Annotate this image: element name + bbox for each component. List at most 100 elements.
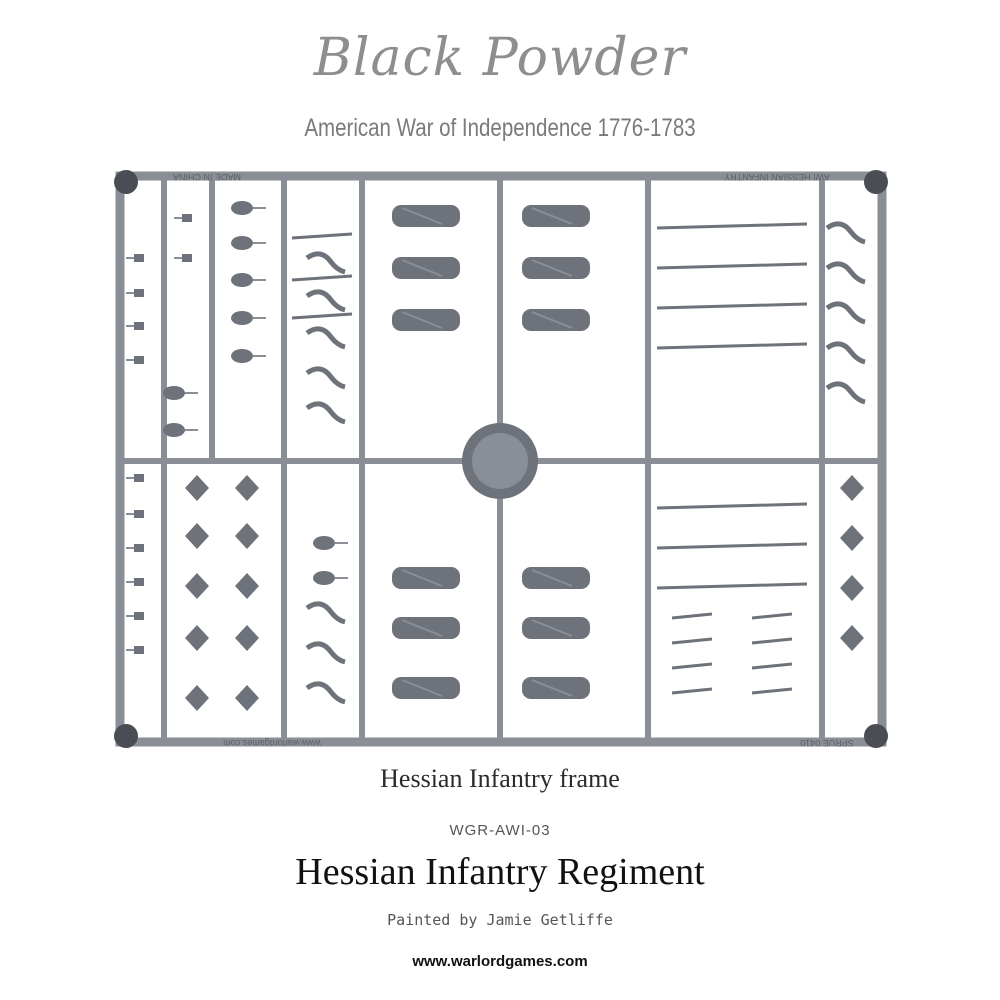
miniature-head (313, 571, 335, 585)
sprue-runner (645, 460, 651, 740)
miniature-hat (840, 475, 864, 501)
miniature-head (231, 236, 253, 250)
musket (671, 612, 713, 620)
miniature-hat (235, 523, 259, 549)
miniature-head (231, 349, 253, 363)
miniature-hat (235, 573, 259, 599)
sprue-runner (819, 178, 825, 462)
miniature-arm (825, 221, 866, 245)
miniature-hat (840, 625, 864, 651)
sprue-parts (126, 201, 866, 711)
miniature-hat (235, 685, 259, 711)
musket (751, 687, 793, 695)
molded-text-top-right: AWI HESSIAN INFANTRY (724, 172, 830, 182)
miniature-head (231, 201, 253, 215)
musket (656, 222, 808, 230)
miniature-hat (185, 475, 209, 501)
miniature-arm (305, 251, 346, 275)
musket (656, 502, 808, 510)
corner-pad (864, 170, 888, 194)
musket (751, 662, 793, 670)
sprue-runner (497, 460, 503, 740)
miniature-head (163, 423, 185, 437)
central-disc-inner (472, 433, 528, 489)
miniature-arm (305, 326, 346, 350)
crossbelt (401, 207, 443, 225)
small-part (182, 214, 192, 222)
miniature-arm (825, 301, 866, 325)
crossbelt (531, 311, 573, 329)
frame-caption: Hessian Infantry frame (380, 764, 620, 793)
product-name: Hessian Infantry Regiment (295, 851, 705, 893)
molded-text-top-left: MADE IN CHINA (173, 172, 241, 182)
small-part (134, 544, 144, 552)
subtitle: American War of Independence 1776-1783 (304, 114, 696, 142)
miniature-arm (305, 401, 346, 425)
musket (656, 582, 808, 590)
musket (671, 662, 713, 670)
miniature-head (163, 386, 185, 400)
sprue-runner (281, 460, 287, 740)
musket (291, 232, 353, 240)
small-part (134, 289, 144, 297)
sprue-runner (359, 178, 365, 462)
painter-credit: Painted by Jamie Getliffe (387, 911, 613, 929)
miniature-hat (235, 625, 259, 651)
musket (751, 612, 793, 620)
sprue-runner (819, 460, 825, 740)
sprue-frame (114, 170, 888, 748)
miniature-hat (840, 575, 864, 601)
miniature-head (231, 273, 253, 287)
miniature-hat (840, 525, 864, 551)
sprue-runner (359, 460, 365, 740)
musket (656, 302, 808, 310)
sprue-runner (161, 178, 167, 462)
small-part (134, 356, 144, 364)
miniature-arm (825, 261, 866, 285)
miniature-arm (305, 601, 346, 625)
crossbelt (531, 619, 573, 637)
small-part (134, 510, 144, 518)
musket (656, 262, 808, 270)
black-powder-logo: Black Powder (313, 28, 687, 88)
crossbelt (401, 259, 443, 277)
crossbelt (531, 569, 573, 587)
musket (291, 312, 353, 320)
sprue-runner (497, 178, 503, 462)
miniature-arm (305, 366, 346, 390)
corner-pad (114, 170, 138, 194)
miniature-hat (185, 685, 209, 711)
website-link[interactable]: www.warlordgames.com (412, 953, 588, 970)
miniature-hat (185, 573, 209, 599)
molded-text-bottom-left: www.warlordgames.com (223, 738, 322, 748)
musket (671, 637, 713, 645)
crossbelt (401, 619, 443, 637)
small-part (134, 646, 144, 654)
miniature-arm (305, 641, 346, 665)
sprue-runner (645, 178, 651, 462)
miniature-arm (305, 681, 346, 705)
miniature-head (231, 311, 253, 325)
miniature-hat (185, 523, 209, 549)
product-code: WGR-AWI-03 (449, 822, 551, 839)
sprue-runner (281, 178, 287, 462)
sprue-frame-image: MADE IN CHINA AWI HESSIAN INFANTRY www.w… (112, 168, 890, 750)
sprue-runner (209, 178, 215, 462)
small-part (182, 254, 192, 262)
miniature-arm (305, 289, 346, 313)
crossbelt (531, 259, 573, 277)
miniature-head (313, 536, 335, 550)
crossbelt (401, 311, 443, 329)
crossbelt (531, 679, 573, 697)
small-part (134, 254, 144, 262)
miniature-hat (235, 475, 259, 501)
molded-text-bottom-right: SPRUE 0410 (800, 738, 854, 748)
small-part (134, 578, 144, 586)
miniature-arm (825, 341, 866, 365)
corner-pad (114, 724, 138, 748)
musket (671, 687, 713, 695)
small-part (134, 322, 144, 330)
musket (656, 342, 808, 350)
musket (656, 542, 808, 550)
sprue-runner (161, 460, 167, 740)
